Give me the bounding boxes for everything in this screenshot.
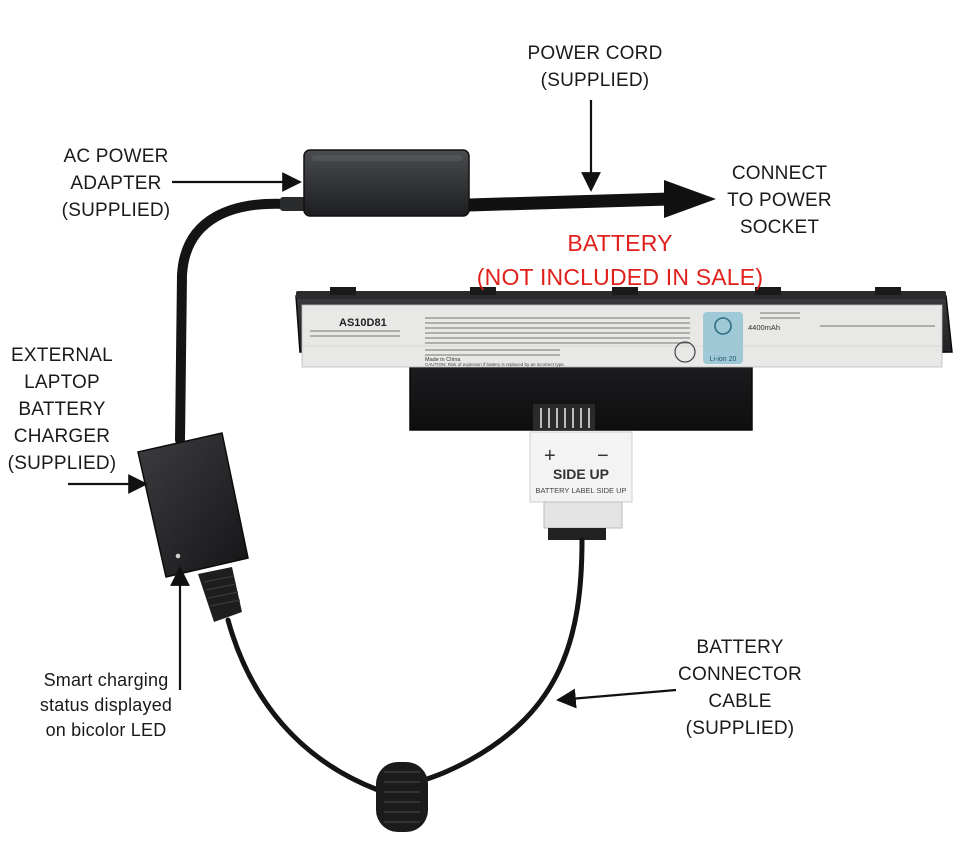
pointer-arrows [68,100,677,709]
dc-cable [175,198,305,445]
tag-label-side-up: BATTERY LABEL SIDE UP [535,486,626,495]
adapter-strain-relief [280,197,308,211]
label-ac-power-adapter: AC POWER ADAPTER (SUPPLIED) [61,146,171,221]
charger-output-cable [225,617,381,793]
bicolor-led [175,553,181,559]
label-smart-charging-led: Smart charging status displayed on bicol… [39,670,173,740]
battery-model: AS10D81 [339,317,387,329]
battery-made-in: Made in China [425,357,461,363]
battery-chemistry: Li-ion 20 [710,356,737,363]
label-battery-not-included: BATTERY (NOT INCLUDED IN SALE) [476,230,764,290]
battery-label-sticker [301,304,943,368]
label-external-charger: EXTERNAL LAPTOP BATTERY CHARGER (SUPPLIE… [7,345,117,474]
ferrite-choke [376,762,428,832]
power-cord-arrowhead [664,180,716,218]
battery-connector-plug [529,431,633,540]
ac-power-adapter [303,149,470,217]
tag-minus: − [597,445,609,467]
battery-connector-cable [402,537,585,793]
charger-output-barrel [198,567,242,622]
label-power-cord: POWER CORD (SUPPLIED) [527,43,663,91]
recycle-badge [703,312,743,364]
laptop-battery [295,287,953,431]
connector-cable-pointer [556,688,677,709]
power-cord [468,192,671,212]
external-battery-charger [137,432,249,622]
tag-plus: + [544,445,556,467]
battery-caution: CAUTION: Risk of explosion if battery is… [425,362,565,367]
label-connect-to-power-socket: CONNECT TO POWER SOCKET [727,163,832,238]
tag-side-up: SIDE UP [553,466,609,482]
label-battery-connector-cable: BATTERY CONNECTOR CABLE (SUPPLIED) [678,637,802,739]
recycle-icon [714,317,732,335]
battery-capacity: 4400mAh [748,323,780,332]
